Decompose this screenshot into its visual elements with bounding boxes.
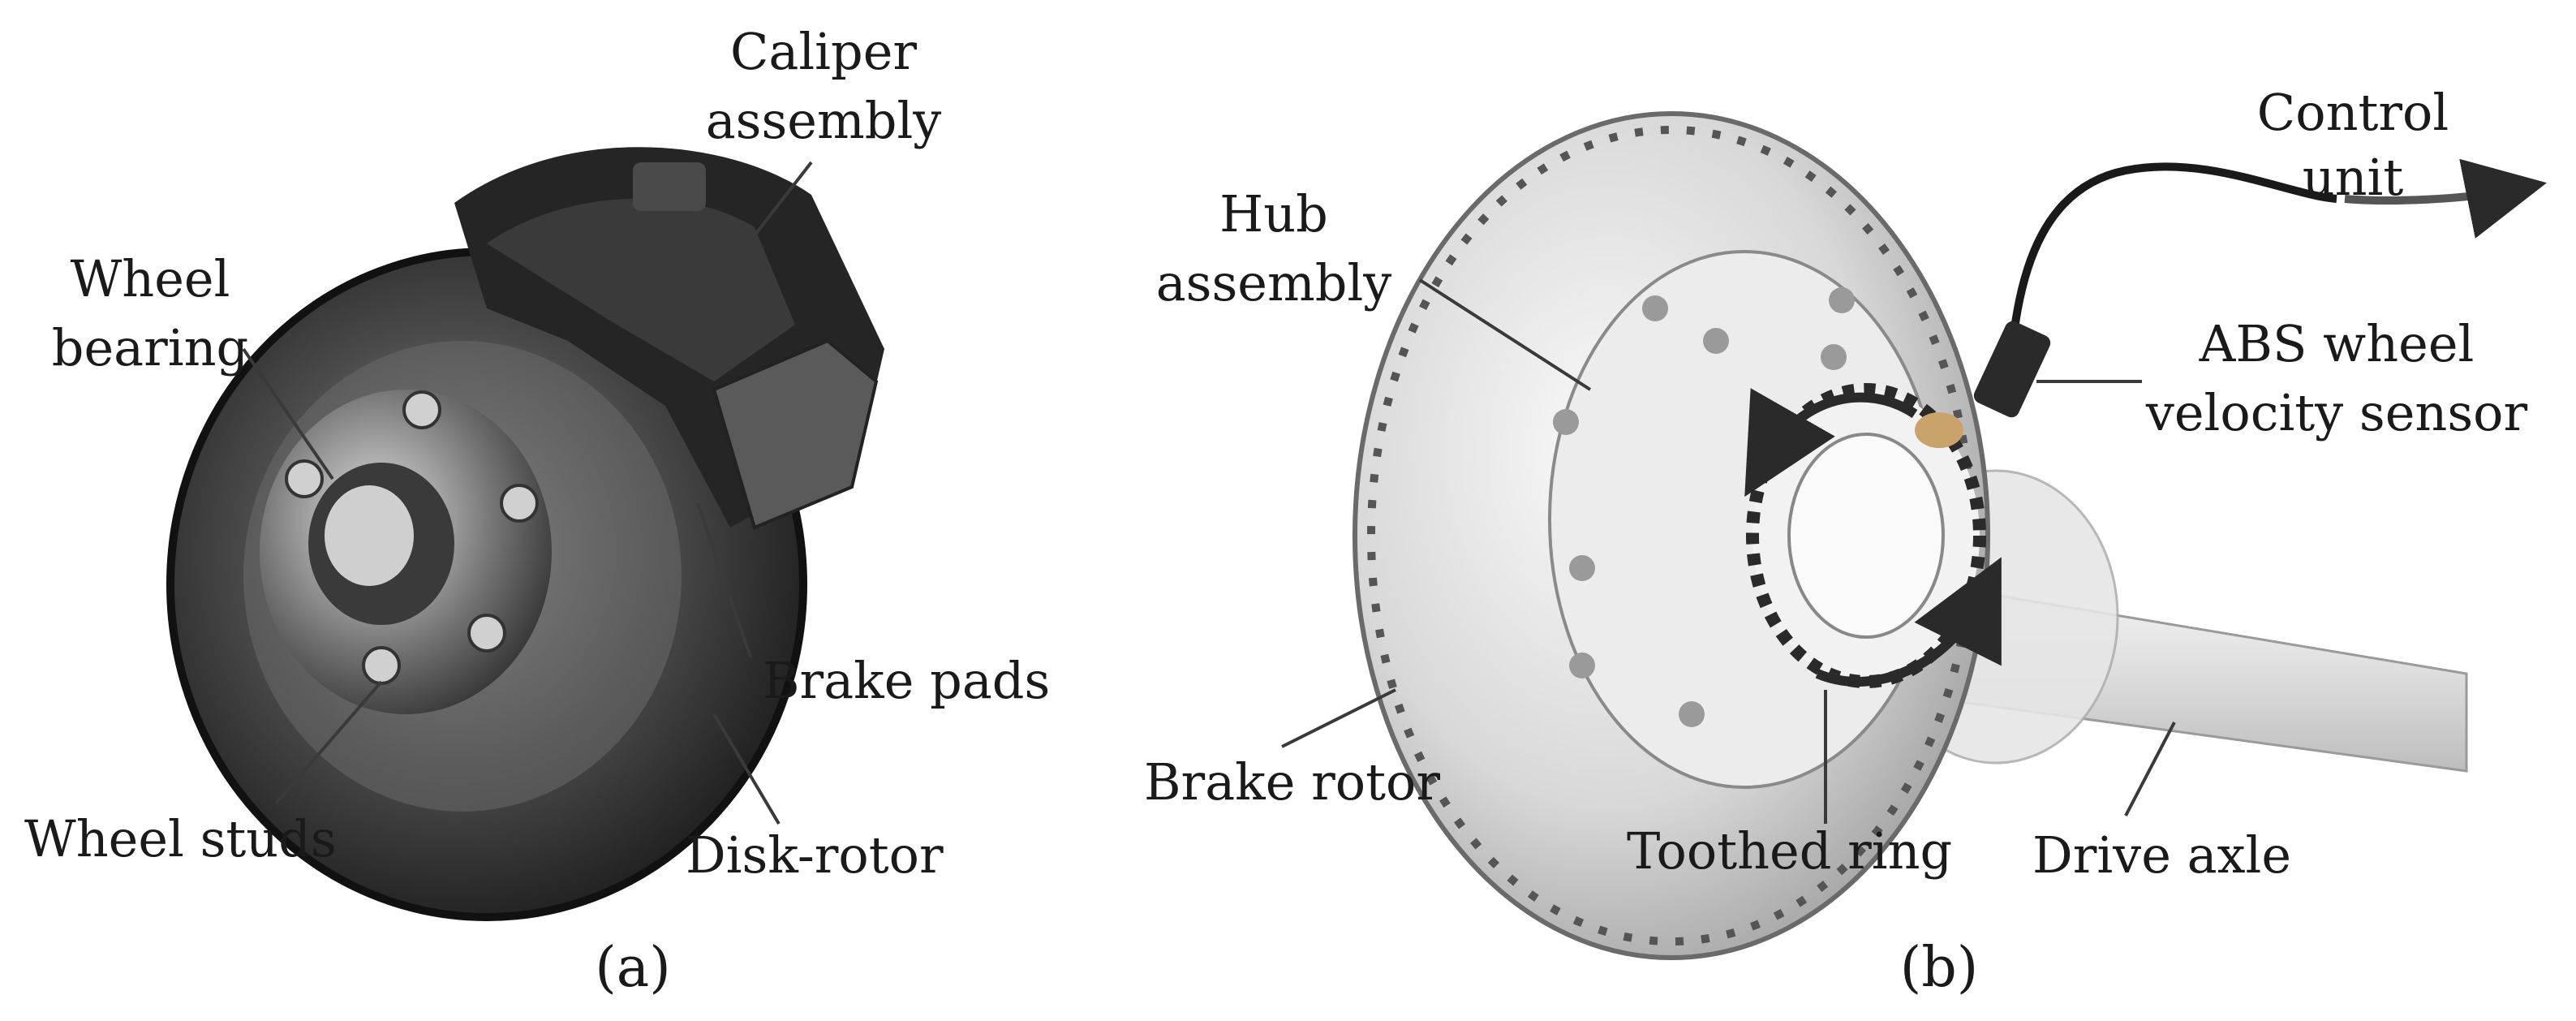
label-caliper-line1: Caliper bbox=[730, 22, 917, 81]
label-wheel-bearing-line2: bearing bbox=[52, 318, 248, 377]
panel-b-illustration bbox=[1353, 111, 2548, 960]
panel-a-leaders bbox=[242, 161, 813, 825]
leader-wheel-studs bbox=[274, 680, 383, 805]
caliper-bolt bbox=[633, 162, 706, 211]
lug-hole bbox=[1569, 653, 1595, 679]
label-caliper-line2: assembly bbox=[706, 91, 942, 150]
brake-pad-shape bbox=[712, 338, 879, 530]
label-control-unit-line1: Control bbox=[2257, 83, 2449, 142]
control-unit-arrow bbox=[2344, 158, 2548, 239]
panel-a-labels: Caliper assembly Wheel bearing Brake pad… bbox=[24, 22, 1050, 1000]
label-wheel-studs: Wheel studs bbox=[24, 809, 337, 868]
lug-hole bbox=[1679, 701, 1705, 727]
label-control-unit-line2: unit bbox=[2303, 148, 2404, 207]
leader-drive-axle bbox=[2124, 722, 2176, 816]
label-hub-line1: Hub bbox=[1219, 184, 1328, 243]
label-disk-rotor: Disk-rotor bbox=[686, 825, 944, 885]
leader-wheel-bearing bbox=[242, 347, 334, 480]
rotation-arrow-top bbox=[1744, 388, 1918, 498]
lug-hole bbox=[1642, 295, 1668, 321]
label-hub-line2: assembly bbox=[1156, 253, 1392, 312]
wheel-stud bbox=[285, 459, 324, 498]
label-drive-axle: Drive axle bbox=[2032, 825, 2291, 885]
leader-brake-pads bbox=[696, 502, 752, 658]
wheel-stud bbox=[500, 484, 539, 523]
caption-b: (b) bbox=[1900, 936, 1979, 1000]
panel-b-labels: Control unit Hub assembly ABS wheel velo… bbox=[1144, 83, 2528, 1000]
lug-hole bbox=[1703, 328, 1729, 354]
panel-a-illustration bbox=[166, 147, 884, 921]
caliper-highlight bbox=[487, 198, 795, 381]
lug-hole bbox=[1821, 344, 1847, 370]
leader-brake-rotor bbox=[1281, 688, 1396, 748]
leader-disk-rotor bbox=[712, 713, 781, 825]
sensor-cable bbox=[2008, 162, 2337, 350]
leader-hub-assembly bbox=[1418, 278, 1592, 391]
toothed-ring-bore bbox=[1787, 433, 1945, 639]
sensor-tip-accent bbox=[1915, 412, 1963, 448]
label-brake-rotor: Brake rotor bbox=[1144, 752, 1440, 812]
label-abs-line2: velocity sensor bbox=[2145, 383, 2528, 442]
hub-cap bbox=[325, 485, 414, 586]
panel-b-leaders bbox=[1281, 278, 2176, 824]
abs-sensor-body bbox=[1973, 321, 2051, 418]
label-wheel-bearing-line1: Wheel bbox=[71, 249, 230, 308]
label-abs-line1: ABS wheel bbox=[2199, 314, 2475, 373]
caption-a: (a) bbox=[595, 936, 671, 1000]
lug-hole bbox=[1829, 287, 1855, 313]
wheel-stud bbox=[402, 390, 441, 429]
wheel-stud bbox=[362, 646, 401, 685]
rotation-arrow-bottom bbox=[1815, 557, 2002, 687]
label-toothed-ring: Toothed ring bbox=[1627, 821, 1952, 881]
wheel-stud bbox=[467, 614, 506, 653]
lug-hole bbox=[1569, 555, 1595, 581]
lug-hole bbox=[1553, 409, 1579, 435]
leader-caliper bbox=[696, 161, 813, 310]
label-brake-pads: Brake pads bbox=[763, 651, 1050, 710]
